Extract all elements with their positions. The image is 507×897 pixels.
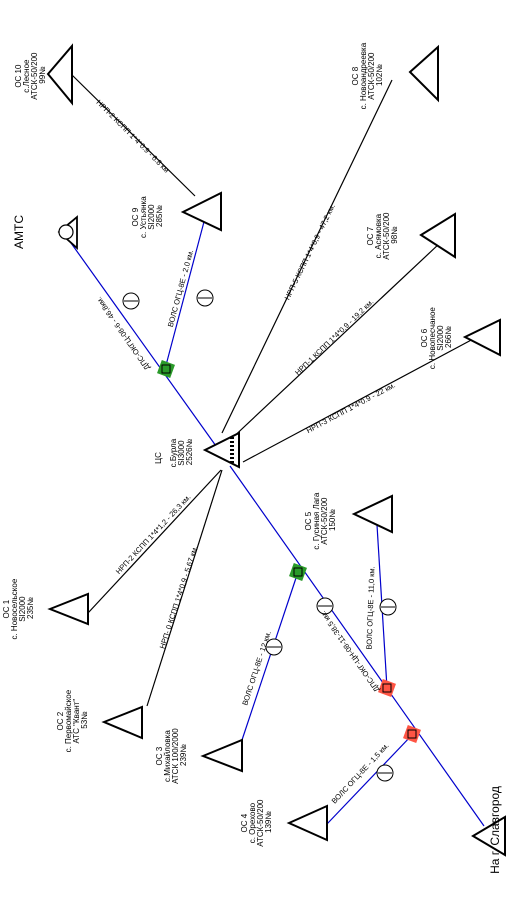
link-label-os7-hub: НРП-1 КСПП 1*4*0,9 - 19,2 км. xyxy=(293,297,375,377)
green-node-upper xyxy=(157,360,175,378)
station-label-os10: ОС 10 с.Лесное АТСК-50/200 99№ xyxy=(14,50,47,99)
link-label-os8-hub: НРП-5 КСПП 1*4*0,9 - 47,2 км. xyxy=(283,202,337,301)
link-label-os6-hub: НРП-3 КСПП 1*4*0.9 - 22 км. xyxy=(305,380,397,435)
red-node-lower xyxy=(403,725,421,743)
station-label-os9: ОС 9 с. Устьянка SI2000 285№ xyxy=(131,194,164,238)
amts-node xyxy=(57,215,78,251)
repeaters xyxy=(122,289,397,782)
link-os9-bus xyxy=(164,217,206,370)
link-os6-hub xyxy=(242,337,476,463)
triangle-city xyxy=(471,815,506,857)
amts-label: АМТС xyxy=(12,215,26,249)
station-label-os2: ОС 2 с. Первомайское АТС "Квант" 53№ xyxy=(56,688,89,753)
station-labels: ОС 10 с.Лесное АТСК-50/200 99№ ОС 9 с. У… xyxy=(2,41,453,846)
link-label-os10-os9: НРП-2 КСПП 1*4*0.9 - 6.8 км xyxy=(94,98,171,175)
hub-labels: ЦС с.Бурла SI3000 2526№ xyxy=(154,437,194,468)
link-hub-city xyxy=(229,465,485,827)
link-label-amts-hub: ДПС-ОКГЦ-08-6 - 46,8км. xyxy=(94,295,152,372)
triangle-os3 xyxy=(200,738,243,773)
station-label-os5: ОС 5 с. Гусиная Лага АТСК-50/200 150№ xyxy=(304,490,337,549)
green-node-lower xyxy=(289,563,307,581)
station-label-os6: ОС 6 с. Новопесчаное SI2000 266№ xyxy=(420,305,453,369)
link-os10-os9 xyxy=(71,74,196,197)
link-label-os3-hub: НРП- 0 КСПП 1*4*0,9 - 5,67 км. xyxy=(158,545,200,650)
triangle-os6 xyxy=(462,318,501,357)
splice-nodes xyxy=(157,360,421,743)
triangle-os2 xyxy=(101,705,143,740)
link-label-os9-bus: ВОЛС ОГЦ-8Е - 2.0 км. xyxy=(166,249,195,328)
triangle-os8 xyxy=(408,44,439,103)
station-label-os3: ОС 3 с.Михайловка АТСК 100/2000 239№ xyxy=(155,726,188,784)
link-os3-bus xyxy=(241,571,299,741)
link-os8-hub xyxy=(221,79,393,434)
triangle-os5 xyxy=(351,494,393,534)
link-os1-hub xyxy=(87,469,222,614)
triangle-os9 xyxy=(180,191,222,232)
link-os3-hub xyxy=(146,469,223,707)
link-os7-hub xyxy=(227,242,441,443)
station-label-os7: ОС 7 с. Асямовка АТСК-50/200 98№ xyxy=(366,210,399,259)
triangle-os7 xyxy=(419,212,456,259)
city-label: На г. Славгород xyxy=(488,786,502,874)
station-label-os1: ОС 1 с. Новосельское SI2000 235№ xyxy=(2,576,35,639)
link-label-os5-bus: ВОЛС ОГЦ-8Е - 11,0 км. xyxy=(365,566,377,650)
link-label-os1-hub: НРП-2 КСПП 1*4*1,2 - 26,3 км. xyxy=(114,493,193,576)
amts-circle-icon xyxy=(58,224,74,240)
hub-details: с.Бурла SI3000 2526№ xyxy=(169,437,194,468)
station-triangles xyxy=(46,43,506,857)
copper-lines xyxy=(71,74,476,707)
station-label-os8: ОС 8 с. Новоандреевка АТСК-50/200 102№ xyxy=(351,41,384,110)
red-node-upper xyxy=(378,679,396,697)
hub-node xyxy=(202,431,240,469)
triangle-os4 xyxy=(286,804,328,842)
link-os4-bus xyxy=(326,734,413,825)
triangle-os1 xyxy=(47,592,89,626)
optical-lines xyxy=(65,217,485,827)
hub-title: ЦС xyxy=(154,452,163,464)
link-amts-hub xyxy=(65,235,217,447)
station-label-os4: ОС 4 с. Орехово АТСК-50/200 139№ xyxy=(240,797,273,846)
triangle-os10 xyxy=(46,43,73,106)
